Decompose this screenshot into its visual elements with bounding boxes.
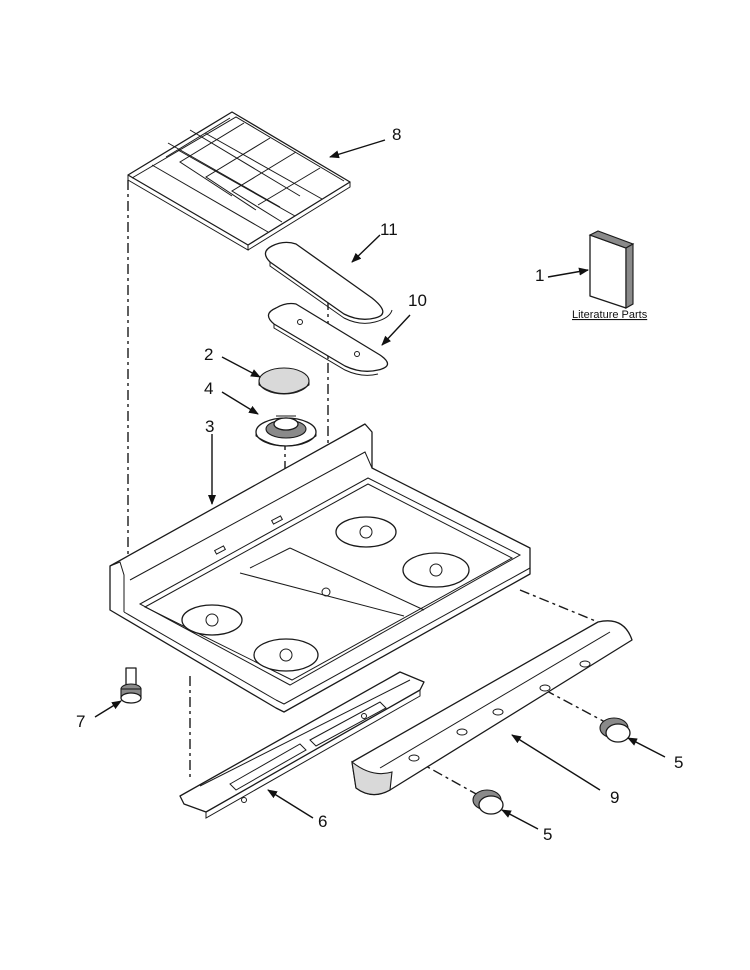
callout-4: 4 [204,379,213,398]
grate-part [127,111,351,251]
knob-part-upper [599,717,631,743]
literature-parts-label: Literature Parts [572,309,648,321]
callout-labels: 8 11 10 2 4 3 1 7 6 5 9 5 Literature Par… [76,125,683,844]
callout-1: 1 [535,266,544,285]
callout-2: 2 [204,345,213,364]
callout-10: 10 [408,291,427,310]
oval-burner-part [267,302,389,376]
oval-cap-part [264,241,393,324]
callout-9: 9 [610,788,619,807]
callout-8: 8 [392,125,401,144]
callout-3: 3 [205,417,214,436]
bracket-part [179,671,425,819]
leader-arrows [94,139,666,830]
callout-7: 7 [76,712,85,731]
control-panel-part [351,620,633,796]
callout-5-lower: 5 [543,825,552,844]
round-burner-part [255,415,317,447]
callout-5-upper: 5 [674,753,683,772]
callout-11: 11 [380,220,398,239]
round-cap-part [258,367,310,395]
igniter-part [120,667,142,704]
cooktop-part [109,423,531,713]
callout-6: 6 [318,812,327,831]
literature-booklet [588,230,635,309]
knob-part-lower [472,789,504,815]
